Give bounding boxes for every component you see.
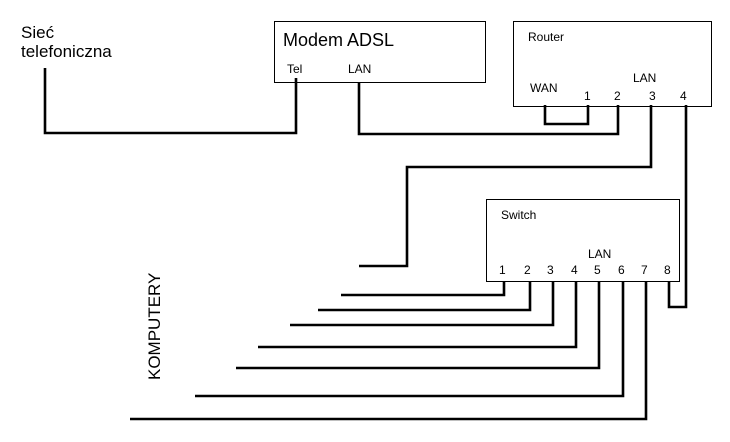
switch-port-2: 2 (524, 263, 531, 277)
wire-switch-port-1-to-computer (341, 281, 506, 297)
switch-port-6: 6 (618, 263, 625, 277)
switch-port-4: 4 (571, 263, 578, 277)
wire-switch-port-2-to-computer (318, 281, 532, 312)
router-port-3: 3 (649, 89, 656, 103)
switch-port-3: 3 (547, 263, 554, 277)
wire-switch-port-6-to-computer (195, 281, 625, 398)
phone-network-label-line2: telefoniczna (21, 42, 112, 61)
wire-switch-port-7-to-computer (130, 281, 648, 421)
router-port-4: 4 (680, 89, 687, 103)
wire-switch-port-4-to-computer (258, 281, 578, 349)
switch-title: Switch (501, 208, 536, 222)
switch-port-8: 8 (664, 263, 671, 277)
modem-frame (274, 21, 486, 83)
phone-network-label-line1: Sieć (21, 23, 55, 42)
computers-label: KOMPUTERY (145, 273, 164, 380)
modem-lan-port-label: LAN (348, 62, 371, 76)
router-frame (513, 21, 712, 107)
router-box: Router WAN LAN 1 2 3 4 (513, 21, 712, 107)
modem-box: Modem ADSL Tel LAN (274, 21, 486, 83)
switch-frame (486, 199, 680, 282)
wire-router-wan-to-port-1-loop (543, 105, 590, 126)
router-title: Router (528, 30, 564, 44)
switch-port-1: 1 (499, 263, 506, 277)
wire-router-port-4-to-switch-port-8 (667, 105, 688, 309)
switch-lan-label: LAN (588, 247, 611, 261)
wire-switch-port-3-to-computer (290, 281, 555, 327)
switch-port-7: 7 (641, 263, 648, 277)
wire-modem-lan-to-router-port-2 (357, 82, 620, 136)
modem-title: Modem ADSL (283, 30, 394, 50)
wire-switch-port-5-to-computer (236, 281, 601, 370)
router-lan-label: LAN (633, 71, 656, 85)
router-port-2: 2 (614, 89, 621, 103)
wire-phone-to-modem-tel (43, 68, 298, 135)
router-port-1: 1 (584, 89, 591, 103)
wire-router-port-3-to-computer (359, 105, 653, 268)
router-wan-label: WAN (530, 81, 558, 95)
switch-box: Switch LAN 1 2 3 4 5 6 7 8 (486, 199, 680, 282)
switch-port-5: 5 (594, 263, 601, 277)
modem-tel-port-label: Tel (287, 62, 302, 76)
